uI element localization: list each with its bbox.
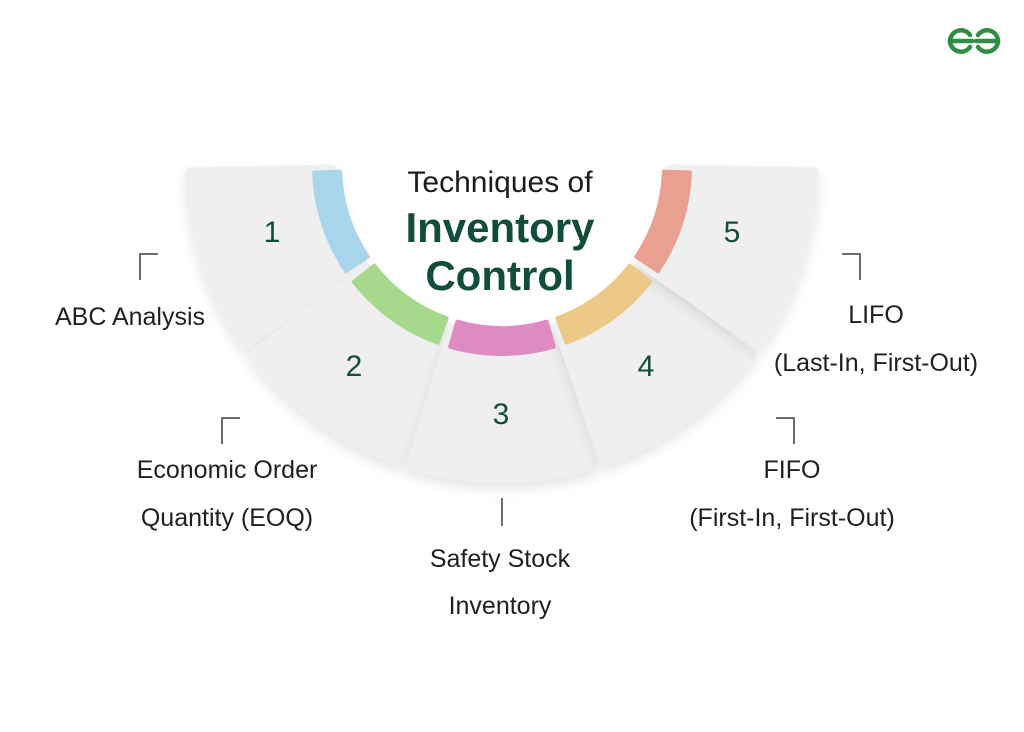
title-line-3: Control bbox=[425, 252, 575, 299]
item-4-number: 4 bbox=[637, 350, 655, 383]
item-5-label-line-1: LIFO bbox=[848, 301, 904, 329]
item-4-leader-tick bbox=[776, 417, 795, 444]
item-5-leader-tick bbox=[842, 253, 861, 280]
item-2-leader-tick bbox=[221, 417, 240, 444]
item-2-number: 2 bbox=[345, 350, 363, 383]
title-line-1: Techniques of bbox=[407, 166, 593, 199]
title-line-2: Inventory bbox=[405, 204, 595, 251]
item-5-label-line-2: (Last-In, First-Out) bbox=[773, 349, 979, 377]
gfg-logo-icon bbox=[947, 28, 1001, 54]
item-1-number: 1 bbox=[263, 216, 281, 249]
item-5-number: 5 bbox=[723, 216, 741, 249]
item-4-arc-segment bbox=[555, 263, 653, 345]
item-3-label-line-1: Safety Stock bbox=[429, 545, 571, 573]
item-3-number: 3 bbox=[492, 398, 510, 431]
item-1-label-line-1: ABC Analysis bbox=[54, 303, 206, 331]
item-1-leader-tick bbox=[139, 253, 158, 280]
item-2-label-line-2: Quantity (EOQ) bbox=[140, 504, 314, 532]
item-1-arc-segment bbox=[312, 169, 370, 274]
item-2-arc-segment bbox=[351, 263, 449, 345]
item-4-label-line-1: FIFO bbox=[763, 456, 821, 484]
item-4-label-line-2: (First-In, First-Out) bbox=[689, 504, 895, 532]
item-3-label-line-2: Inventory bbox=[448, 592, 552, 620]
item-5-arc-segment bbox=[634, 169, 692, 274]
item-2-label-line-1: Economic Order bbox=[136, 456, 318, 484]
item-3-arc-segment bbox=[448, 319, 556, 356]
